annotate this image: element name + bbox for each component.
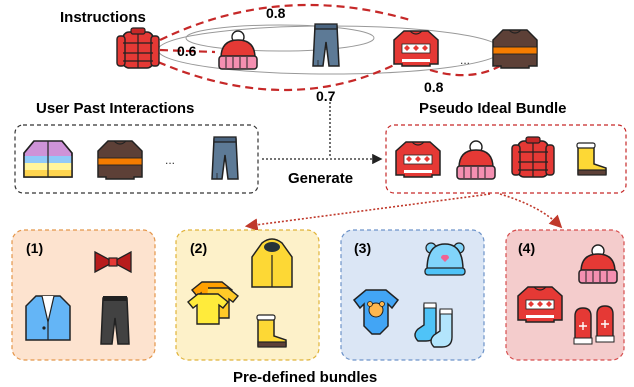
edge-left	[159, 48, 216, 54]
label-generate: Generate	[288, 170, 353, 187]
tshirts-icon	[187, 281, 239, 325]
bundle-2-tag: (2)	[190, 240, 207, 256]
weight-top: 0.8	[266, 5, 286, 21]
jeans-icon	[312, 23, 340, 67]
edge-bottom	[157, 60, 401, 92]
graph-ring-inner	[185, 24, 375, 52]
beanie-icon	[218, 30, 258, 70]
bundle-1-tag: (1)	[26, 240, 43, 256]
puffer-jacket-icon	[116, 27, 160, 69]
pseudo-bundle-box	[385, 124, 627, 194]
gradient-jacket-icon	[23, 140, 73, 178]
bowtie-icon	[94, 250, 132, 274]
baby-socks-icon	[414, 302, 453, 348]
christmas-sweater-icon	[393, 30, 439, 67]
past-ellipsis: ...	[165, 153, 175, 167]
mittens-icon	[573, 305, 615, 345]
baby-hat-icon	[424, 242, 466, 276]
bundle-3-tag: (3)	[354, 240, 371, 256]
baby-onesie-icon	[352, 289, 400, 335]
striped-sweater-icon	[492, 29, 538, 69]
weight-bottom: 0.7	[316, 88, 336, 104]
label-user-past-interactions: User Past Interactions	[36, 100, 194, 117]
graph-ellipsis: ...	[460, 53, 470, 67]
match-arrow-bundle-4	[499, 193, 563, 229]
match-arrow-bundle-2	[244, 193, 491, 232]
label-instructions: Instructions	[60, 9, 146, 26]
trousers-icon	[100, 296, 130, 345]
christmas-sweater-icon	[395, 141, 441, 178]
weight-right: 0.8	[424, 79, 444, 95]
edge-right	[429, 65, 501, 77]
weight-left: 0.6	[177, 43, 197, 59]
label-predefined-bundles: Pre-defined bundles	[233, 369, 377, 386]
raincoat-icon	[251, 238, 293, 288]
edge-top	[159, 3, 411, 41]
bundle-4-tag: (4)	[518, 240, 535, 256]
striped-sweater-icon	[97, 140, 143, 180]
blazer-icon	[25, 295, 71, 341]
label-pseudo-ideal-bundle: Pseudo Ideal Bundle	[419, 100, 567, 117]
christmas-sweater-icon	[517, 286, 563, 323]
